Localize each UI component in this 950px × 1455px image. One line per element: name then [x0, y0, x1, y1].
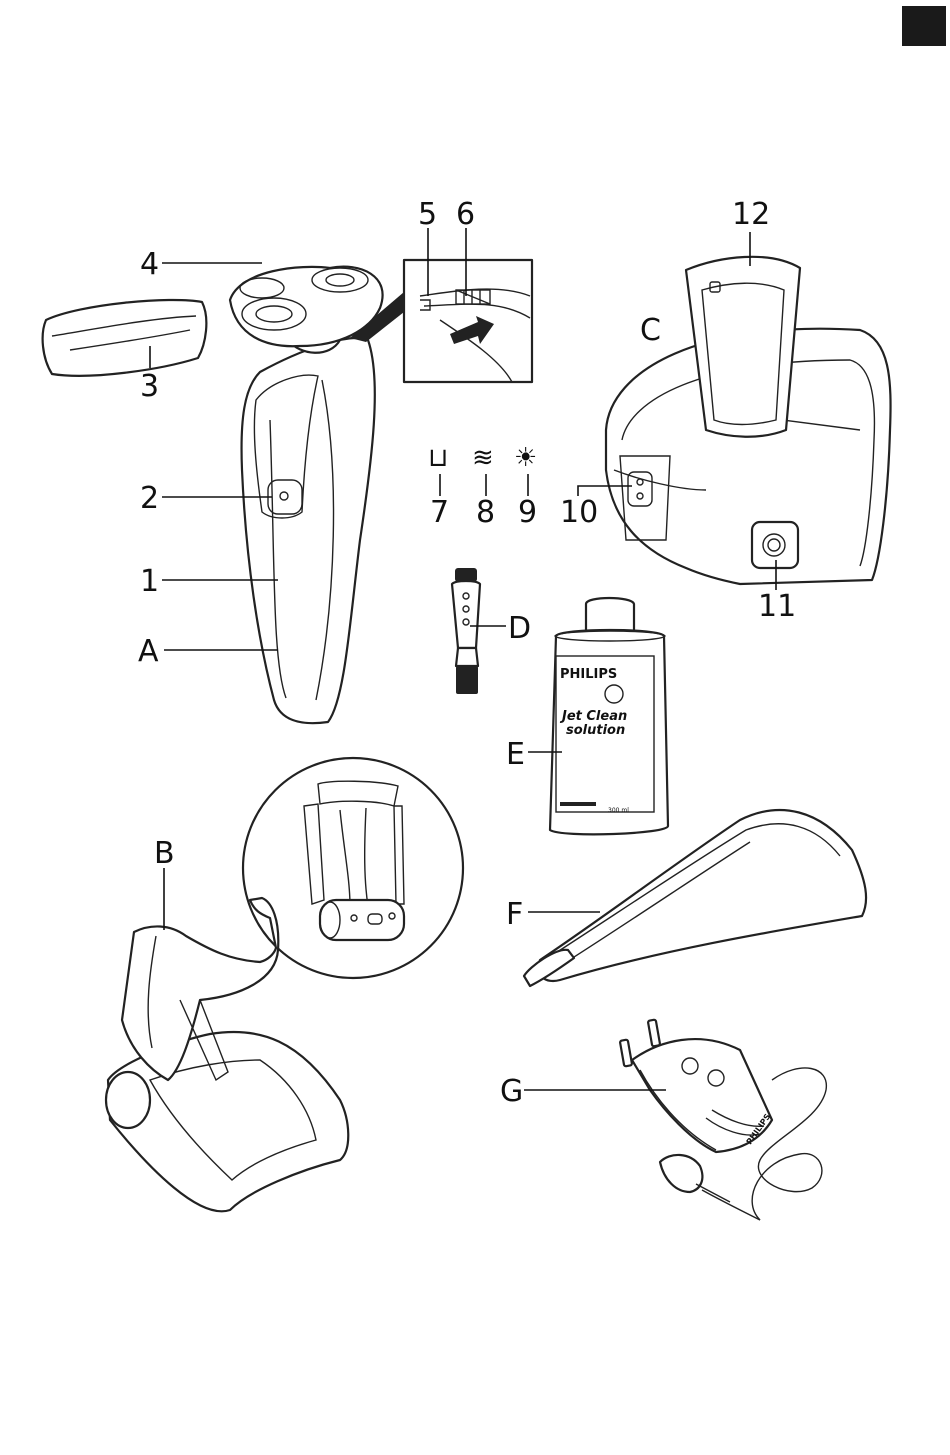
callout-12: 12: [732, 197, 770, 232]
drying-sun-icon: ☀: [514, 443, 537, 473]
bottle-volume: 300 ml: [608, 807, 629, 814]
callout-a: A: [138, 634, 159, 669]
water-waves-icon: ≋: [472, 443, 494, 473]
cleaning-brush-illustration: [452, 568, 480, 694]
callout-7: 7: [430, 495, 449, 530]
callout-5: 5: [418, 197, 437, 232]
power-adapter-illustration: [620, 1020, 827, 1220]
callout-9: 9: [518, 495, 537, 530]
bottle-product-line1: Jet Clean: [559, 709, 627, 724]
travel-pouch-illustration: [524, 810, 866, 986]
callout-b: B: [154, 836, 175, 871]
callout-e: E: [506, 737, 525, 772]
callout-f: F: [506, 897, 523, 932]
callout-g: G: [500, 1074, 523, 1109]
callout-2: 2: [140, 481, 159, 516]
cartridge-icon: ⊔: [428, 443, 448, 473]
callout-d: D: [508, 611, 531, 646]
bottle-brand: PHILIPS: [560, 667, 617, 682]
callout-3: 3: [140, 369, 159, 404]
callout-c: C: [640, 313, 661, 348]
corner-tab: [902, 6, 946, 46]
bottle-product-line2: solution: [566, 723, 625, 738]
callout-4: 4: [140, 247, 159, 282]
callout-11: 11: [758, 589, 796, 624]
callout-1: 1: [140, 564, 159, 599]
indicator-symbols: ⊔ ≋ ☀: [428, 443, 537, 473]
callout-10: 10: [560, 495, 598, 530]
cleaning-unit-illustration: [606, 257, 891, 584]
callout-8: 8: [476, 495, 495, 530]
callout-6: 6: [456, 197, 475, 232]
protection-cap-illustration: [43, 300, 207, 376]
